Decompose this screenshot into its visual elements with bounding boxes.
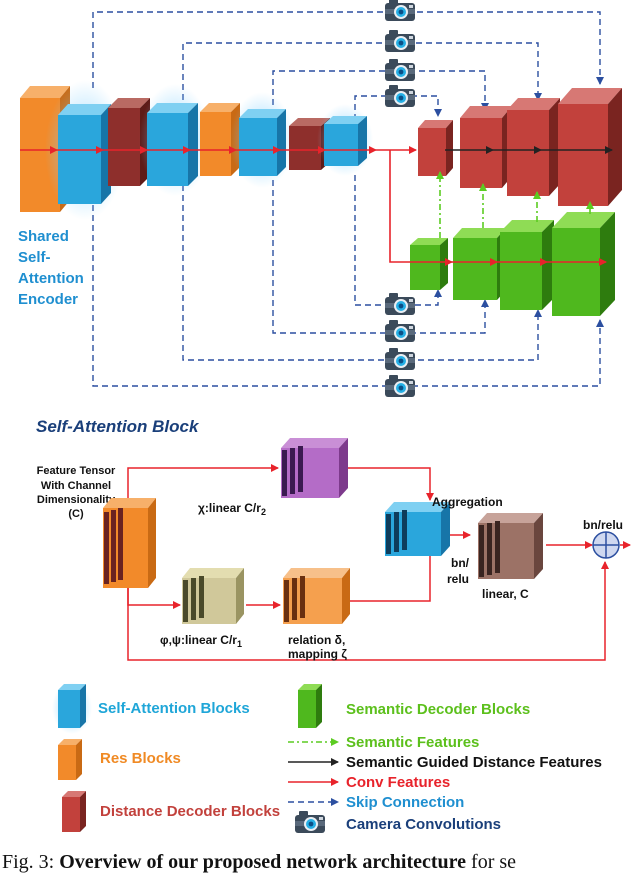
- sa-aggregation-block: [385, 502, 450, 556]
- sa-aggregation-label: Aggregation: [432, 495, 503, 509]
- skip-connections: [92, 11, 604, 387]
- sa-relation-label: relation δ, mapping ζ: [288, 633, 347, 661]
- distance-decoder-blocks: [418, 88, 622, 206]
- svg-text:Attention: Attention: [18, 270, 84, 287]
- svg-text:Semantic Features: Semantic Features: [346, 734, 479, 751]
- svg-text:(C): (C): [68, 508, 84, 520]
- svg-text:Res Blocks: Res Blocks: [100, 750, 181, 767]
- sa-chi-label: χ:linear C/r2: [198, 501, 266, 517]
- svg-text:Encoder: Encoder: [18, 291, 78, 308]
- sa-bn-relu-mid-label: bn/ relu: [447, 556, 470, 586]
- semantic-feature-arrows: [436, 171, 594, 238]
- decoder-black-arrow-heads: [486, 146, 542, 154]
- self-attention-title: Self-Attention Block: [36, 417, 200, 436]
- svg-text:Dimensionality: Dimensionality: [37, 494, 116, 506]
- svg-text:Distance Decoder Blocks: Distance Decoder Blocks: [100, 803, 280, 820]
- sa-relation-block: [283, 568, 350, 624]
- svg-text:Shared: Shared: [18, 228, 69, 245]
- legend-camera-icon: [295, 811, 325, 833]
- svg-text:Semantic Decoder Blocks: Semantic Decoder Blocks: [346, 701, 530, 718]
- encoder-label: Shared Self- Attention Encoder: [18, 228, 84, 308]
- svg-text:Camera Convolutions: Camera Convolutions: [346, 816, 501, 833]
- svg-text:Conv Features: Conv Features: [346, 774, 450, 791]
- sa-phi-psi-label: φ,ψ:linear C/r1: [160, 633, 242, 649]
- encoder-arrow-heads: [50, 146, 326, 154]
- sa-chi-block: [281, 438, 348, 498]
- semantic-decoder-blocks: [410, 212, 615, 316]
- decoder-conv-arrows: [376, 146, 607, 266]
- svg-text:Self-Attention Blocks: Self-Attention Blocks: [98, 700, 250, 717]
- sa-phi-psi-block: [182, 568, 244, 624]
- svg-text:Self-: Self-: [18, 249, 51, 266]
- svg-text:relu: relu: [447, 572, 469, 586]
- sa-linear-c-block: [478, 513, 543, 579]
- figure-caption: Fig. 3: Overview of our proposed network…: [2, 851, 516, 873]
- encoder-blocks: [20, 80, 373, 220]
- sa-bn-relu-out-label: bn/relu: [583, 518, 623, 532]
- sa-input-tensor: [103, 498, 156, 588]
- svg-text:Semantic Guided Distance Featu: Semantic Guided Distance Features: [346, 754, 602, 771]
- sa-input-label: Feature Tensor With Channel Dimensionali…: [37, 465, 116, 520]
- sa-conv-arrows: [127, 464, 631, 661]
- svg-text:relation δ,: relation δ,: [288, 633, 345, 647]
- decoder-red-arrow-heads: [445, 258, 548, 266]
- svg-text:Skip Connection: Skip Connection: [346, 794, 464, 811]
- circle-plus-icon: [592, 531, 620, 559]
- legend: Self-Attention Blocks Res Blocks Distanc…: [52, 682, 602, 833]
- svg-text:mapping ζ: mapping ζ: [288, 647, 347, 661]
- svg-text:With Channel: With Channel: [41, 480, 111, 492]
- svg-text:Feature Tensor: Feature Tensor: [37, 465, 116, 477]
- svg-text:bn/: bn/: [451, 556, 470, 570]
- sa-linear-c-label: linear, C: [482, 587, 529, 601]
